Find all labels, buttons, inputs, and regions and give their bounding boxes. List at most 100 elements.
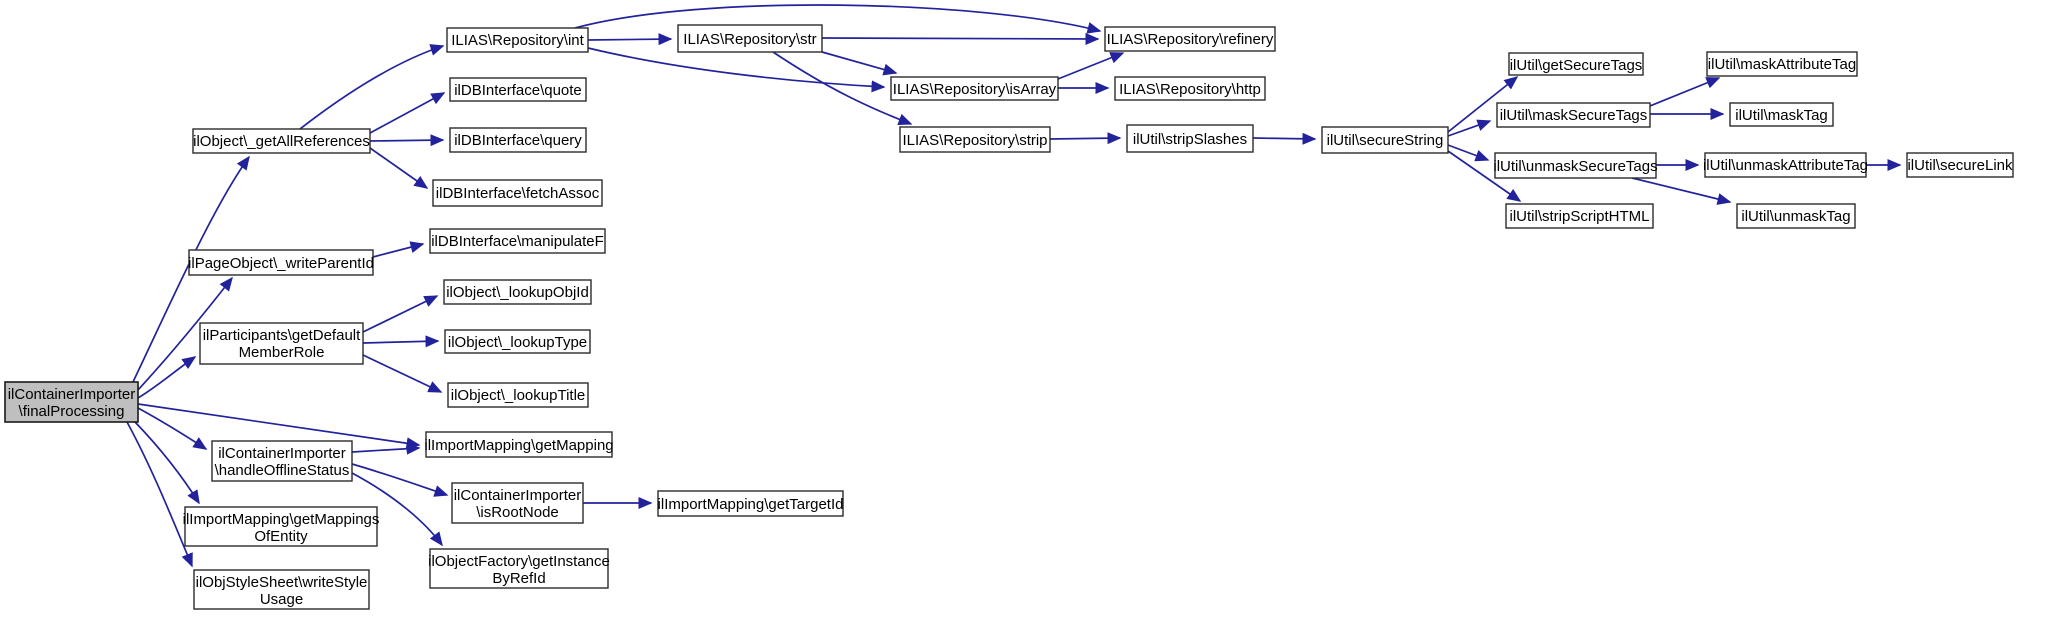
- node-write-parent-id[interactable]: ilPageObject\_writeParentId: [188, 249, 374, 276]
- node-lookup-title[interactable]: ilObject\_lookupTitle: [447, 382, 589, 408]
- node-box: [446, 27, 589, 53]
- node-label: ilUtil\unmaskAttributeTag: [1703, 157, 1868, 174]
- node-write-style-usage[interactable]: ilObjStyleSheet\writeStyle Usage: [193, 569, 370, 610]
- node-unmask-tag[interactable]: ilUtil\unmaskTag: [1736, 203, 1856, 229]
- node-repo-is-array[interactable]: ILIAS\Repository\isArray: [890, 76, 1059, 101]
- node-box: [1508, 52, 1644, 76]
- edge-getdefaultmemberrole-lookuptitle: [362, 354, 443, 393]
- edge-masksecuretags-maskattributetag: [1649, 77, 1721, 107]
- node-secure-link[interactable]: ilUtil\secureLink: [1906, 152, 2014, 178]
- node-get-mappings-of-entity[interactable]: ilImportMapping\getMappings OfEntity: [183, 506, 380, 547]
- edge-getdefaultmemberrole-lookuptype: [362, 335, 440, 348]
- edge-getdefaultmemberrole-lookupobjid: [362, 295, 439, 333]
- node-lookup-type[interactable]: ilObject\_lookupType: [444, 329, 591, 354]
- edge-unmasksecuretags-unmasktag: [1631, 177, 1732, 205]
- node-repo-refinery[interactable]: ILIAS\Repository\refinery: [1104, 26, 1276, 52]
- edge-securestring-masksecuretags: [1447, 119, 1492, 137]
- node-label: ILIAS\Repository\int: [451, 32, 584, 49]
- node-label: ILIAS\Repository\refinery: [1107, 31, 1274, 48]
- node-box: [188, 249, 374, 276]
- node-get-mapping[interactable]: ilImportMapping\getMapping: [424, 431, 614, 458]
- node-label: ilContainerImporter: [454, 487, 582, 504]
- node-repo-int[interactable]: ILIAS\Repository\int: [446, 27, 589, 53]
- node-get-default-member-role[interactable]: ilParticipants\getDefault MemberRole: [199, 322, 364, 365]
- edge-repostrip-stripslashes: [1049, 132, 1122, 145]
- node-box: [184, 506, 378, 547]
- node-strip-script-html[interactable]: ilUtil\stripScriptHTML: [1505, 203, 1654, 229]
- node-mask-secure-tags[interactable]: ilUtil\maskSecureTags: [1496, 102, 1651, 128]
- node-handle-offline-status[interactable]: ilContainerImporter \handleOfflineStatus: [211, 440, 353, 482]
- node-repo-strip[interactable]: ILIAS\Repository\strip: [899, 126, 1051, 153]
- edge-repostr-reporefinery: [821, 32, 1100, 45]
- node-label: ILIAS\Repository\str: [683, 31, 816, 48]
- node-mask-tag[interactable]: ilUtil\maskTag: [1729, 102, 1834, 127]
- node-repo-http[interactable]: ILIAS\Repository\http: [1114, 76, 1266, 101]
- node-secure-string[interactable]: ilUtil\secureString: [1321, 126, 1449, 154]
- edge-writeparentid-dbmanipulatef: [372, 241, 425, 258]
- edge-getallreferences-dbquery: [369, 134, 445, 147]
- edge-getallreferences-dbfetchassoc: [369, 147, 429, 189]
- node-unmask-attribute-tag[interactable]: ilUtil\unmaskAttributeTag: [1703, 152, 1868, 178]
- node-db-query[interactable]: ilDBInterface\query: [449, 127, 587, 153]
- edge-finalprocessing-getdefaultmemberrole: [137, 356, 197, 399]
- node-get-instance-by-ref-id[interactable]: ilObjectFactory\getInstance ByRefId: [428, 548, 610, 589]
- edge-finalprocessing-writeparentid: [136, 276, 233, 392]
- node-unmask-secure-tags[interactable]: ilUtil\unmaskSecureTags: [1493, 152, 1658, 179]
- edge-securestring-getsecuretags: [1447, 76, 1519, 133]
- node-box: [211, 440, 353, 482]
- node-box: [449, 127, 587, 153]
- node-label: ilUtil\unmaskTag: [1741, 208, 1850, 225]
- node-label: ilUtil\secureLink: [1907, 157, 2013, 174]
- edge-handleofflinestatus-isrootnode: [351, 463, 449, 497]
- node-box: [429, 228, 606, 254]
- node-label: ilDBInterface\quote: [454, 82, 582, 99]
- node-label: ilDBInterface\manipulateF: [431, 233, 604, 250]
- node-box: [1736, 203, 1856, 229]
- node-db-fetch-assoc[interactable]: ilDBInterface\fetchAssoc: [432, 179, 603, 207]
- node-box: [1104, 26, 1276, 52]
- node-get-all-references[interactable]: ilObject\_getAllReferences: [192, 128, 371, 154]
- node-label: ilPageObject\_writeParentId: [188, 255, 374, 272]
- node-label: ilUtil\stripSlashes: [1133, 131, 1247, 148]
- node-box: [451, 482, 584, 524]
- node-label: ilUtil\getSecureTags: [1510, 57, 1643, 74]
- node-label: ILIAS\Repository\strip: [902, 132, 1047, 149]
- node-box: [193, 569, 370, 610]
- node-db-manipulate-f[interactable]: ilDBInterface\manipulateF: [429, 228, 606, 254]
- node-is-root-node[interactable]: ilContainerImporter \isRootNode: [451, 482, 584, 524]
- node-mask-attribute-tag[interactable]: ilUtil\maskAttributeTag: [1706, 51, 1858, 77]
- node-lookup-obj-id[interactable]: ilObject\_lookupObjId: [443, 279, 592, 305]
- edge-securestring-stripscripthtml: [1447, 150, 1522, 202]
- node-label: ilUtil\maskSecureTags: [1500, 107, 1648, 124]
- node-box: [1706, 51, 1858, 77]
- node-box: [449, 77, 587, 102]
- node-box: [677, 24, 823, 53]
- node-label: ilImportMapping\getTargetId: [658, 496, 844, 513]
- node-label: ilObject\_lookupTitle: [451, 387, 586, 404]
- node-get-secure-tags[interactable]: ilUtil\getSecureTags: [1508, 52, 1644, 76]
- node-box: [199, 322, 364, 365]
- node-box: [1505, 203, 1654, 229]
- node-box: [429, 548, 609, 589]
- node-label: ilUtil\secureString: [1327, 132, 1444, 149]
- edge-repoint-repostr: [587, 33, 673, 46]
- node-db-quote[interactable]: ilDBInterface\quote: [449, 77, 587, 102]
- edge-layer: [126, 4, 1902, 568]
- edge-handleofflinestatus-getinstancebyrefid: [351, 472, 443, 547]
- node-strip-slashes[interactable]: ilUtil\stripSlashes: [1126, 124, 1254, 153]
- node-box: [1494, 152, 1657, 179]
- node-label: ilUtil\stripScriptHTML: [1509, 208, 1649, 225]
- node-repo-str[interactable]: ILIAS\Repository\str: [677, 24, 823, 53]
- node-label: ilObject\_getAllReferences: [193, 133, 370, 150]
- node-box: [890, 76, 1059, 101]
- node-label: ilImportMapping\getMapping: [424, 437, 613, 454]
- node-label: ilUtil\unmaskSecureTags: [1493, 158, 1657, 175]
- edge-finalprocessing-getmapping: [137, 403, 421, 450]
- node-label: ILIAS\Repository\http: [1119, 81, 1261, 98]
- node-label: ilParticipants\getDefault: [203, 327, 361, 344]
- node-box: [444, 329, 591, 354]
- node-label: \finalProcessing: [19, 403, 125, 420]
- node-label: MemberRole: [239, 344, 325, 361]
- node-get-target-id[interactable]: ilImportMapping\getTargetId: [657, 490, 844, 517]
- node-final-processing: ilContainerImporter \finalProcessing: [4, 381, 139, 423]
